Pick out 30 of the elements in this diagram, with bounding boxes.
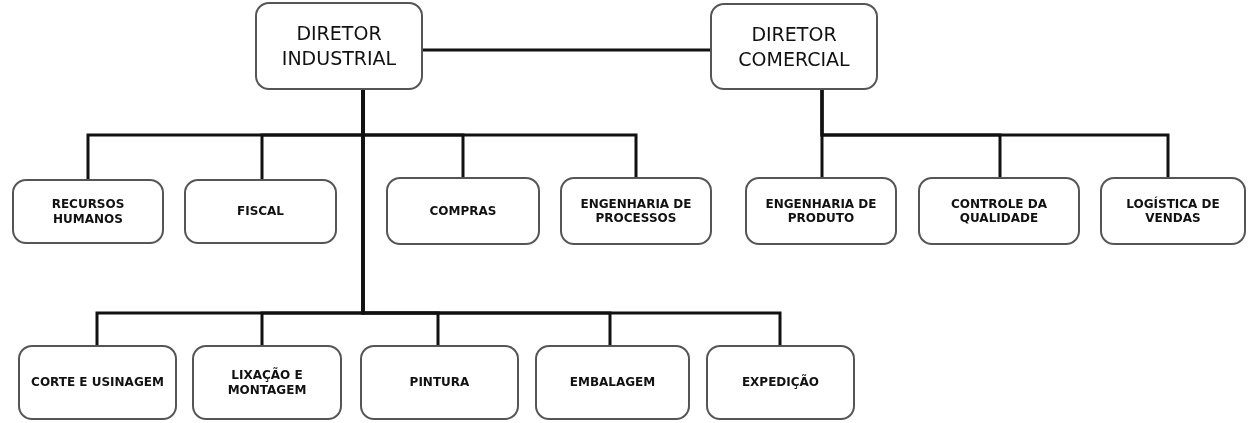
box-label: PINTURA bbox=[409, 375, 470, 390]
box-label: EXPEDIÇÃO bbox=[741, 375, 820, 390]
org-box bbox=[360, 345, 519, 420]
box-label: ENGENHARIA DE PRODUTO bbox=[764, 196, 878, 226]
box-label: RECURSOS HUMANOS bbox=[50, 197, 126, 226]
box-label: CONTROLE DA QUALIDADE bbox=[950, 196, 1048, 226]
box-label: COMPRAS bbox=[429, 203, 497, 219]
box-label: EMBALAGEM bbox=[569, 375, 656, 390]
org-box bbox=[12, 179, 164, 244]
box-label: CORTE E USINAGEM bbox=[31, 375, 164, 390]
org-box bbox=[18, 345, 177, 420]
org-box bbox=[560, 177, 712, 245]
org-box bbox=[710, 3, 878, 90]
connector-line bbox=[820, 90, 1170, 177]
org-box bbox=[386, 177, 540, 245]
org-box bbox=[255, 2, 423, 90]
box-label: DIRETOR INDUSTRIAL bbox=[280, 21, 398, 71]
box-label: DIRETOR COMERCIAL bbox=[737, 21, 851, 72]
org-box bbox=[1100, 177, 1246, 245]
org-box bbox=[535, 345, 690, 420]
box-label: ENGENHARIA DE PROCESSOS bbox=[579, 196, 693, 226]
connector-line bbox=[423, 48, 710, 52]
org-box bbox=[745, 177, 897, 245]
box-label: LIXAÇÃO E MONTAGEM bbox=[226, 368, 308, 397]
box-label: LOGÍSTICA DE VENDAS bbox=[1125, 196, 1221, 226]
org-box bbox=[918, 177, 1080, 245]
org-box bbox=[706, 345, 855, 420]
box-label: FISCAL bbox=[236, 204, 284, 219]
org-box bbox=[184, 179, 337, 244]
org-box bbox=[192, 345, 342, 420]
